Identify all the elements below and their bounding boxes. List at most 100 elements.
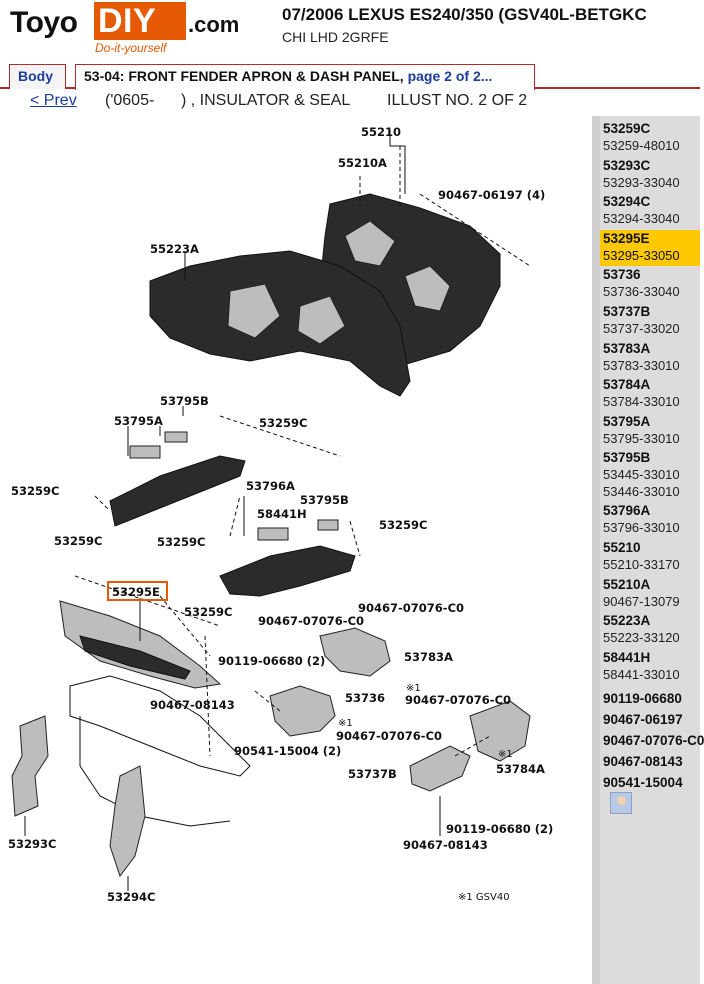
- fastener-item[interactable]: 90119-06680: [603, 691, 682, 706]
- fastener-item[interactable]: 90467-08143: [603, 754, 683, 769]
- label-90467-08143-a[interactable]: 90467-08143: [150, 698, 235, 712]
- fastener-item[interactable]: 90467-07076-C0: [603, 733, 704, 748]
- user-avatar-icon[interactable]: [610, 792, 632, 814]
- fastener-item[interactable]: 90541-15004: [603, 775, 683, 790]
- part-53784A-shape[interactable]: [469, 700, 531, 762]
- illustration-number: ILLUST NO. 2 OF 2: [387, 92, 528, 109]
- label-53259C-b[interactable]: 53259C: [11, 484, 59, 498]
- part-55223A-shape[interactable]: [149, 250, 411, 397]
- part-number: 53783-33010: [603, 357, 680, 373]
- label-53795B-top[interactable]: 53795B: [160, 394, 209, 408]
- part-entry[interactable]: 58441H 58441-33010: [600, 649, 700, 686]
- part-53293C-shape[interactable]: [11, 715, 49, 817]
- part-code: 53737B: [603, 303, 651, 319]
- part-entry[interactable]: 55210A 90467-13079: [600, 576, 700, 613]
- part-entry[interactable]: 53795B 53445-33010 53446-33010: [600, 449, 700, 502]
- part-number: 53737-33020: [603, 320, 680, 336]
- leader-line: [94, 495, 111, 512]
- part-number: 53446-33010: [603, 484, 680, 500]
- label-90467-07076-top[interactable]: 90467-07076-C0: [358, 601, 464, 615]
- part-53294C-shape[interactable]: [109, 765, 146, 878]
- label-58441H[interactable]: 58441H: [257, 507, 307, 521]
- part-code: 53796A: [603, 503, 651, 519]
- part-code: 53784A: [603, 377, 651, 393]
- part-dash-frame-lower: [79, 716, 231, 827]
- part-entry[interactable]: 53796A 53796-33010: [600, 502, 700, 539]
- part-number: 53294-33040: [603, 211, 680, 227]
- part-53795A-shape[interactable]: [109, 455, 246, 527]
- label-90541-15004[interactable]: 90541-15004 (2): [234, 744, 341, 758]
- page-link[interactable]: page 2 of 2...: [407, 68, 493, 84]
- label-53784A[interactable]: 53784A: [496, 762, 545, 776]
- label-53737B[interactable]: 53737B: [348, 767, 397, 781]
- label-53736[interactable]: 53736: [345, 691, 385, 705]
- part-code: 53795A: [603, 413, 651, 429]
- part-number: 58441-33010: [603, 666, 680, 682]
- label-53259C-d[interactable]: 53259C: [54, 534, 102, 548]
- part-entry[interactable]: 53783A 53783-33010: [600, 340, 700, 377]
- label-90467-08143-b[interactable]: 90467-08143: [403, 838, 488, 852]
- part-entry[interactable]: 53795A 53795-33010: [600, 413, 700, 450]
- part-number: 53445-33010: [603, 467, 680, 483]
- part-dash-frame: [69, 675, 251, 777]
- part-55210-detail: [404, 265, 451, 312]
- part-entry[interactable]: 55223A 55223-33120: [600, 612, 700, 649]
- note-1: ※1: [406, 683, 421, 694]
- part-entry[interactable]: 53737B 53737-33020: [600, 303, 700, 340]
- part-code: 53259C: [603, 121, 651, 136]
- leader-line: [349, 520, 361, 557]
- label-53295E[interactable]: 53295E: [112, 585, 160, 599]
- label-55210A[interactable]: 55210A: [338, 156, 387, 170]
- label-53259C-a[interactable]: 53259C: [259, 416, 307, 430]
- part-entry[interactable]: 53784A 53784-33010: [600, 376, 700, 413]
- label-53795A[interactable]: 53795A: [114, 414, 163, 428]
- prev-link[interactable]: < Prev: [30, 92, 77, 109]
- label-55223A[interactable]: 55223A: [150, 242, 199, 256]
- part-number: 90467-13079: [603, 593, 680, 609]
- label-53259C-f[interactable]: 53259C: [184, 605, 232, 619]
- part-53795B-pad: [164, 431, 188, 443]
- toyodiy-logo[interactable]: Toyo DIY .com Do-it-yourself: [10, 2, 239, 58]
- label-90467-07076-mid[interactable]: 90467-07076-C0: [258, 614, 364, 628]
- fastener-list: 90119-06680 90467-06197 90467-07076-C0 9…: [603, 688, 704, 793]
- tab-body[interactable]: Body: [9, 64, 66, 89]
- label-53293C[interactable]: 53293C: [8, 837, 56, 851]
- logo-toyo-text: Toyo: [10, 6, 78, 39]
- part-number: 53259-48010: [603, 138, 680, 153]
- label-90119-06680-a[interactable]: 90119-06680 (2): [218, 654, 325, 668]
- part-53737B-shape[interactable]: [409, 745, 471, 792]
- part-entry[interactable]: 53259C 53259-48010: [600, 120, 700, 157]
- parts-diagram: 55210 55210A 90467-06197 (4) 55223A 5379…: [0, 116, 592, 984]
- logo-diy-text: DIY: [98, 2, 157, 40]
- part-code: 53295E: [603, 230, 650, 246]
- label-53795B-mid[interactable]: 53795B: [300, 493, 349, 507]
- part-entry[interactable]: 53293C 53293-33040: [600, 157, 700, 194]
- leader-line: [159, 595, 211, 657]
- label-53796A[interactable]: 53796A: [246, 479, 295, 493]
- logo-tagline: Do-it-yourself: [95, 41, 167, 55]
- part-entry[interactable]: 53294C 53294-33040: [600, 193, 700, 230]
- part-code: 53783A: [603, 340, 651, 356]
- part-53783A-shape[interactable]: [319, 627, 391, 677]
- part-number: 53293-33040: [603, 174, 680, 190]
- label-90467-06197[interactable]: 90467-06197 (4): [438, 188, 545, 202]
- label-90467-07076-d[interactable]: 90467-07076-C0: [336, 729, 442, 743]
- part-number: 55223-33120: [603, 630, 680, 646]
- part-entry-selected[interactable]: 53295E 53295-33050: [600, 229, 700, 267]
- label-55210[interactable]: 55210: [361, 125, 401, 139]
- label-53294C[interactable]: 53294C: [107, 890, 155, 904]
- part-53736-shape[interactable]: [269, 685, 336, 737]
- label-53259C-c[interactable]: 53259C: [379, 518, 427, 532]
- label-90467-07076-c[interactable]: 90467-07076-C0: [405, 693, 511, 707]
- logo-dotcom-text: .com: [188, 12, 240, 37]
- label-53783A[interactable]: 53783A: [404, 650, 453, 664]
- part-53796A-shape[interactable]: [219, 545, 356, 597]
- part-entry[interactable]: 55210 55210-33170: [600, 539, 700, 576]
- label-90119-06680-b[interactable]: 90119-06680 (2): [446, 822, 553, 836]
- part-code: 53294C: [603, 194, 651, 210]
- label-53259C-e[interactable]: 53259C: [157, 535, 205, 549]
- part-53795B-pad: [317, 519, 339, 531]
- fastener-item[interactable]: 90467-06197: [603, 712, 683, 727]
- part-entry[interactable]: 53736 53736-33040: [600, 266, 700, 303]
- parts-sidebar: 53259C 53259-48010 53293C 53293-33040 53…: [592, 116, 704, 984]
